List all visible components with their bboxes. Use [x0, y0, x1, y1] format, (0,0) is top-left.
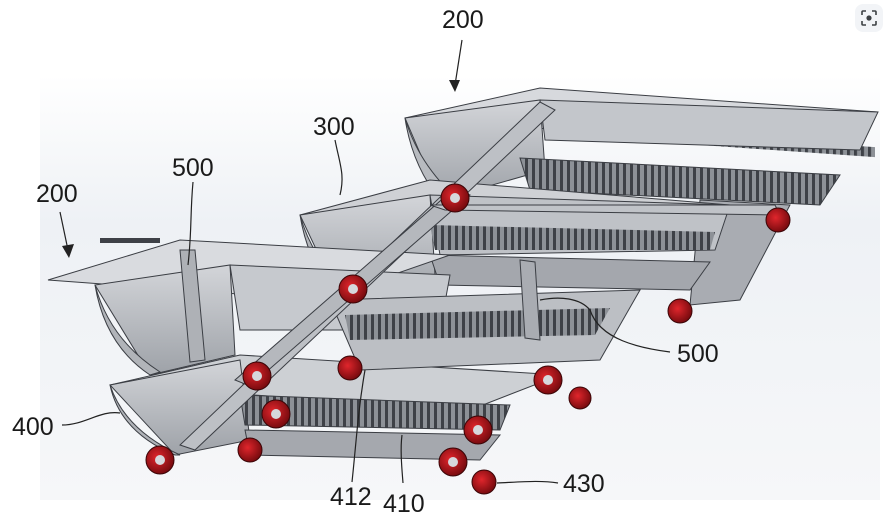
label-400: 400 — [12, 413, 54, 441]
roller — [237, 437, 263, 463]
label-200-top: 200 — [442, 6, 484, 34]
lower-stage-400 — [109, 289, 641, 461]
leader-lines — [59, 39, 671, 484]
roller — [471, 469, 497, 495]
upper-stage-200 — [404, 87, 879, 306]
label-430: 430 — [563, 470, 605, 498]
roller — [568, 386, 592, 410]
callout-labels: 200 200 300 500 500 400 412 410 430 — [12, 6, 719, 518]
label-200-left: 200 — [36, 180, 78, 208]
roller — [667, 298, 693, 324]
label-500-right: 500 — [677, 340, 719, 368]
roller — [337, 355, 363, 381]
label-500-left: 500 — [172, 154, 214, 182]
lens-scan-button[interactable] — [855, 4, 883, 32]
label-410: 410 — [383, 490, 425, 518]
label-300: 300 — [313, 113, 355, 141]
label-412: 412 — [330, 483, 372, 511]
rollers-430 — [145, 183, 791, 495]
lens-scan-icon — [861, 10, 877, 26]
roller — [765, 207, 791, 233]
